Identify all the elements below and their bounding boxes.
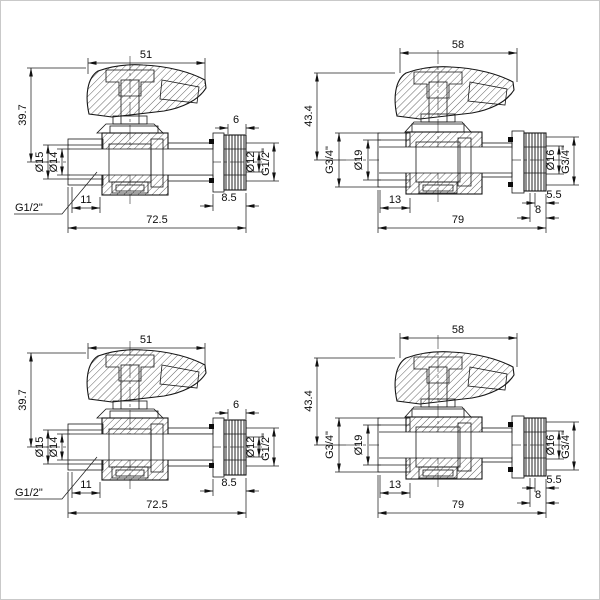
dim-thread-length: 11 [80,194,91,206]
label-inlet-thread: G1/2" [15,487,43,499]
dim-union-length: 8.5 [221,477,236,489]
dim-thread-length: 13 [389,194,401,206]
dim-total-length: 79 [452,499,464,511]
dim-total-length: 79 [452,214,464,226]
dim-thread-length: 11 [80,479,91,491]
view-g12-top: 51 39.7 6 Ø15 Ø14 Ø12 G1/2" G1/2" 11 72.… [14,49,279,233]
dim-thread-od: Ø19 [353,435,365,456]
dim-outlet-thread: G1/2" [260,148,272,176]
view-g12-bottom: 51 39.7 6 Ø15 Ø14 Ø12 G1/2" G1/2" 11 72.… [14,334,279,518]
dim-thread-od: Ø15 [34,437,46,458]
dim-handle-width: 51 [140,49,152,61]
dim-outlet-bore: Ø12 [245,152,257,173]
label-inlet-thread: G3/4" [324,431,336,459]
dim-bore: Ø14 [48,437,60,458]
dim-thread-od: Ø19 [353,150,365,171]
dim-bore: Ø14 [48,152,60,173]
dim-height: 39.7 [17,104,29,125]
dim-union-flats: 6 [233,399,239,411]
dim-union-length: 8.5 [221,192,236,204]
dim-union-wall: 5.5 [546,189,561,201]
dim-outlet-bore: Ø16 [545,435,557,456]
view-g34-bottom: 58 43.4 G3/4" Ø19 Ø16 G3/4" 13 5.5 8 79 [303,324,579,518]
dim-union-length: 8 [535,204,541,216]
dim-handle-width: 58 [452,39,464,51]
dim-height: 43.4 [303,105,315,126]
dim-handle-width: 51 [140,334,152,346]
dim-outlet-thread: G1/2" [260,433,272,461]
dim-outlet-thread: G3/4" [560,146,572,174]
dim-outlet-bore: Ø12 [245,437,257,458]
label-inlet-thread: G3/4" [324,146,336,174]
dim-thread-length: 13 [389,479,401,491]
dim-handle-width: 58 [452,324,464,336]
dim-union-wall: 5.5 [546,474,561,486]
label-inlet-thread: G1/2" [15,202,43,214]
dim-height: 43.4 [303,390,315,411]
dim-total-length: 72.5 [146,214,167,226]
dim-outlet-bore: Ø16 [545,150,557,171]
dim-height: 39.7 [17,389,29,410]
dim-union-length: 8 [535,489,541,501]
dim-total-length: 72.5 [146,499,167,511]
dim-thread-od: Ø15 [34,152,46,173]
dim-union-flats: 6 [233,114,239,126]
view-g34-top: 58 43.4 G3/4" Ø19 Ø16 G3/4" 13 5.5 8 79 [303,39,579,233]
dim-outlet-thread: G3/4" [560,431,572,459]
